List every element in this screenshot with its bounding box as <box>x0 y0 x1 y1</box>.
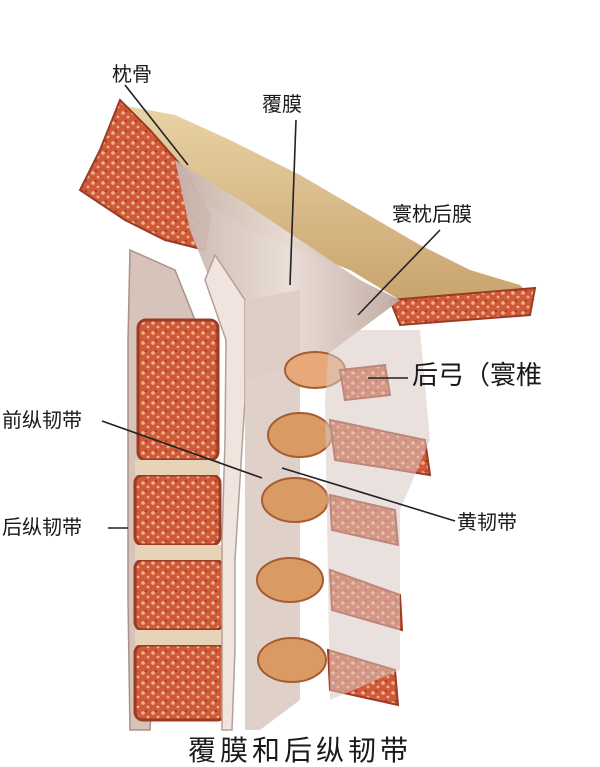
intervertebral-disc <box>135 630 225 645</box>
label-ligamentum-flavum: 黄韧带 <box>457 510 517 534</box>
posterior-longitudinal-ligament <box>204 253 246 731</box>
lamina-column <box>256 351 346 683</box>
vertebral-body-c5 <box>133 643 227 722</box>
interspinous-ligaments <box>325 330 430 700</box>
leader-lines <box>101 84 456 529</box>
leader-tectorial-membrane <box>289 119 297 286</box>
vertebral-body-c4 <box>133 558 225 632</box>
cranial-base <box>120 105 535 300</box>
leader-anterior-longitudinal <box>101 420 263 479</box>
label-occipital: 枕骨 <box>112 62 152 86</box>
intervertebral-disc <box>135 545 223 560</box>
vertebral-body-c2 <box>136 318 220 462</box>
occipital-bone-section <box>78 98 212 252</box>
leader-occipital <box>124 84 189 166</box>
vertebral-body-c3 <box>133 473 222 547</box>
leader-ligamentum-flavum <box>281 467 456 522</box>
label-anterior-longitudinal-ligament: 前纵韧带 <box>2 408 82 432</box>
occipital-posterior-plate <box>388 286 537 327</box>
label-posterior-atlanto-occipital-membrane: 寰枕后膜 <box>392 202 472 226</box>
intervertebral-disc <box>135 460 220 475</box>
label-posterior-longitudinal-ligament: 后纵韧带 <box>2 515 82 539</box>
label-tectorial-membrane: 覆膜 <box>262 92 302 116</box>
figure-caption: 覆膜和后纵韧带 <box>187 734 412 767</box>
label-posterior-arch: 后弓（寰椎 <box>412 361 543 391</box>
leader-posterior-atlanto-occipital <box>357 229 441 316</box>
